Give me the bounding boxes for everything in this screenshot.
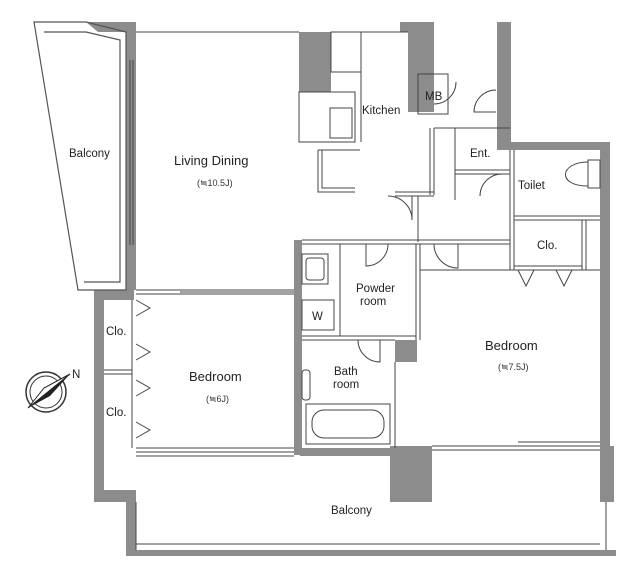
kitchen-upper-counter [330,31,362,73]
closet-ne-label: Clo. [537,240,557,252]
closet-doors [135,269,573,439]
door-swings [357,81,503,363]
powder-room-label-1: Powder [356,283,395,295]
room-labels: Balcony Living Dining (≒10.5J) Kitchen M… [69,91,557,517]
mb-label: MB [425,91,443,103]
balcony-south-label: Balcony [331,505,372,517]
compass: N [25,369,80,413]
bath-room-label-2: room [333,379,359,391]
washer-space [301,299,335,331]
toilet-label: Toilet [518,180,546,192]
entrance-label: Ent. [470,148,490,160]
bath-room-label-1: Bath [334,366,358,378]
bedroom-east-label: Bedroom [485,338,538,353]
bedroom-east-area: (≒7.5J) [498,362,529,372]
bedroom-west-label: Bedroom [189,369,242,384]
interior-lines [33,21,607,550]
mb-closet-outline [417,73,449,115]
kitchen-sink [329,107,353,139]
closet-w1-label: Clo. [106,326,126,338]
compass-north-label: N [72,369,80,381]
living-dining-area: (≒10.5J) [197,178,233,188]
west-balcony-outline [33,21,127,291]
washer-label: W [312,311,323,323]
living-dining-label: Living Dining [174,153,248,168]
powder-room-label-2: room [360,296,386,308]
toilet-fixture [565,161,589,187]
bedroom-west-area: (≒6J) [206,394,229,404]
balcony-west-label: Balcony [69,148,110,160]
walls [86,22,616,556]
kitchen-label: Kitchen [362,105,400,117]
closet-w2-label: Clo. [106,407,126,419]
